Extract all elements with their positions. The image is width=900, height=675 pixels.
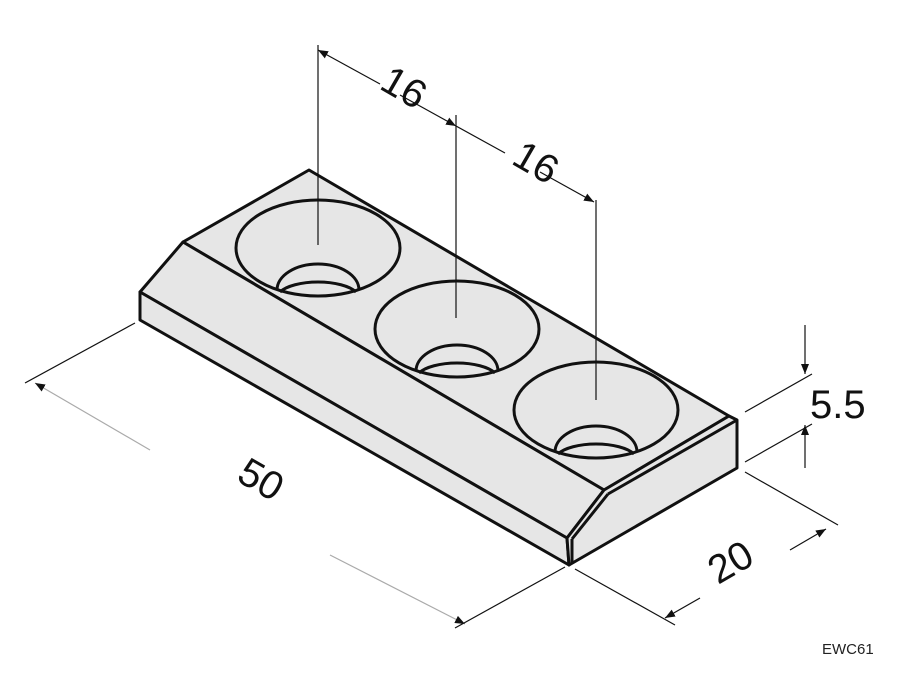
dimension-lines [24,45,839,629]
dimension-hole-pitch-2: 16 [506,133,567,193]
part-code: EWC61 [822,641,874,658]
hole-2 [373,279,541,379]
through-hole-top-edge [553,424,639,453]
right-face [565,414,739,567]
dimension-length: 50 [231,450,292,510]
countersunk-holes [234,198,680,460]
through-hole-bottom-edge [417,361,497,375]
countersink-outline [373,279,541,379]
through-hole-top-edge [275,262,361,291]
through-hole-top-edge [414,343,500,372]
dimension-width: 20 [701,532,762,592]
through-hole-bottom-edge [556,442,636,456]
hole-3 [512,360,680,460]
dimension-thickness: 5.5 [810,383,866,427]
through-hole-bottom-edge [278,280,358,294]
